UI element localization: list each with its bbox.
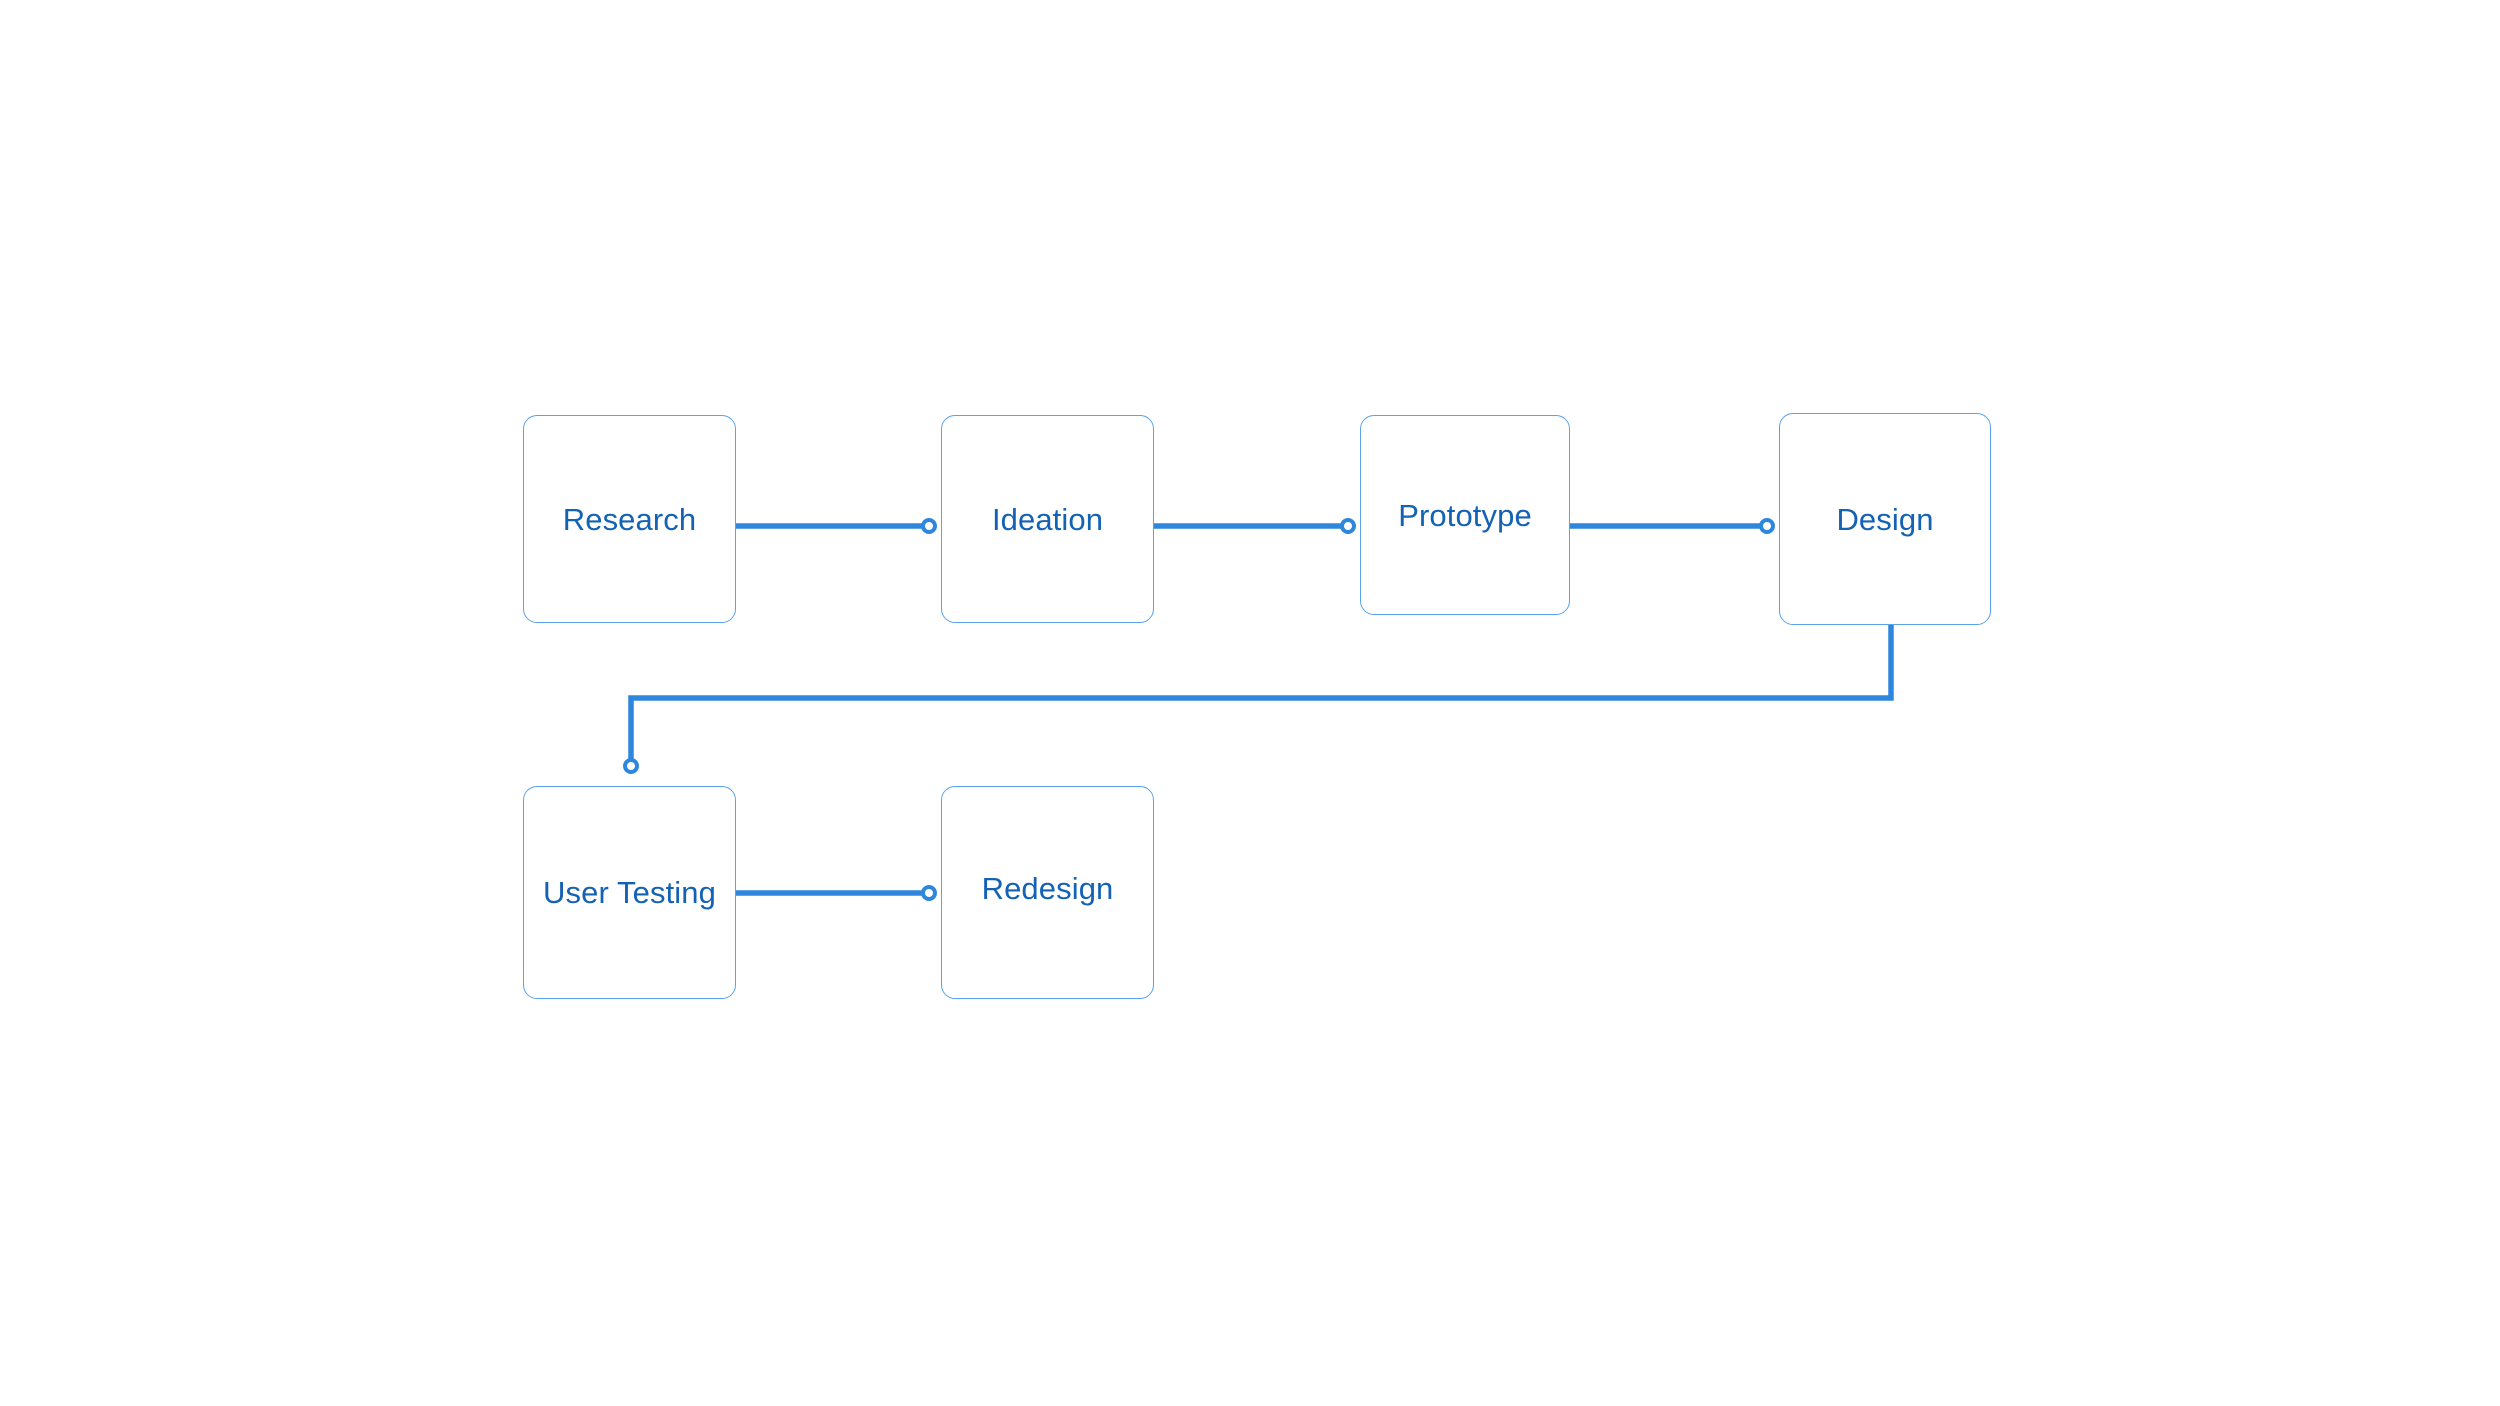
node-label-prototype: Prototype <box>1398 497 1532 533</box>
node-label-redesign: Redesign <box>981 871 1114 906</box>
edge-endpoint-circle <box>623 758 639 774</box>
node-redesign[interactable]: Redesign <box>941 786 1154 999</box>
edge-user-testing-redesign <box>736 885 937 901</box>
node-user-testing[interactable]: User Testing <box>523 786 736 999</box>
node-design[interactable]: Design <box>1779 413 1991 625</box>
edge-design-user-testing <box>623 625 1894 774</box>
node-label-ideation: Ideation <box>991 501 1104 537</box>
edge-endpoint-circle <box>921 518 937 534</box>
node-label-user-testing: User Testing <box>543 875 716 910</box>
node-ideation[interactable]: Ideation <box>941 415 1154 623</box>
edge-endpoint-circle <box>1340 518 1356 534</box>
edge-endpoint-circle <box>921 885 937 901</box>
node-label-design: Design <box>1836 501 1934 537</box>
edge-prototype-design <box>1570 518 1775 534</box>
node-research[interactable]: Research <box>523 415 736 623</box>
edge-endpoint-circle <box>1759 518 1775 534</box>
edge-ideation-prototype <box>1154 518 1356 534</box>
node-label-research: Research <box>562 501 697 537</box>
edge-elbow-path <box>628 625 1894 760</box>
edge-research-ideation <box>736 518 937 534</box>
node-prototype[interactable]: Prototype <box>1360 415 1570 615</box>
